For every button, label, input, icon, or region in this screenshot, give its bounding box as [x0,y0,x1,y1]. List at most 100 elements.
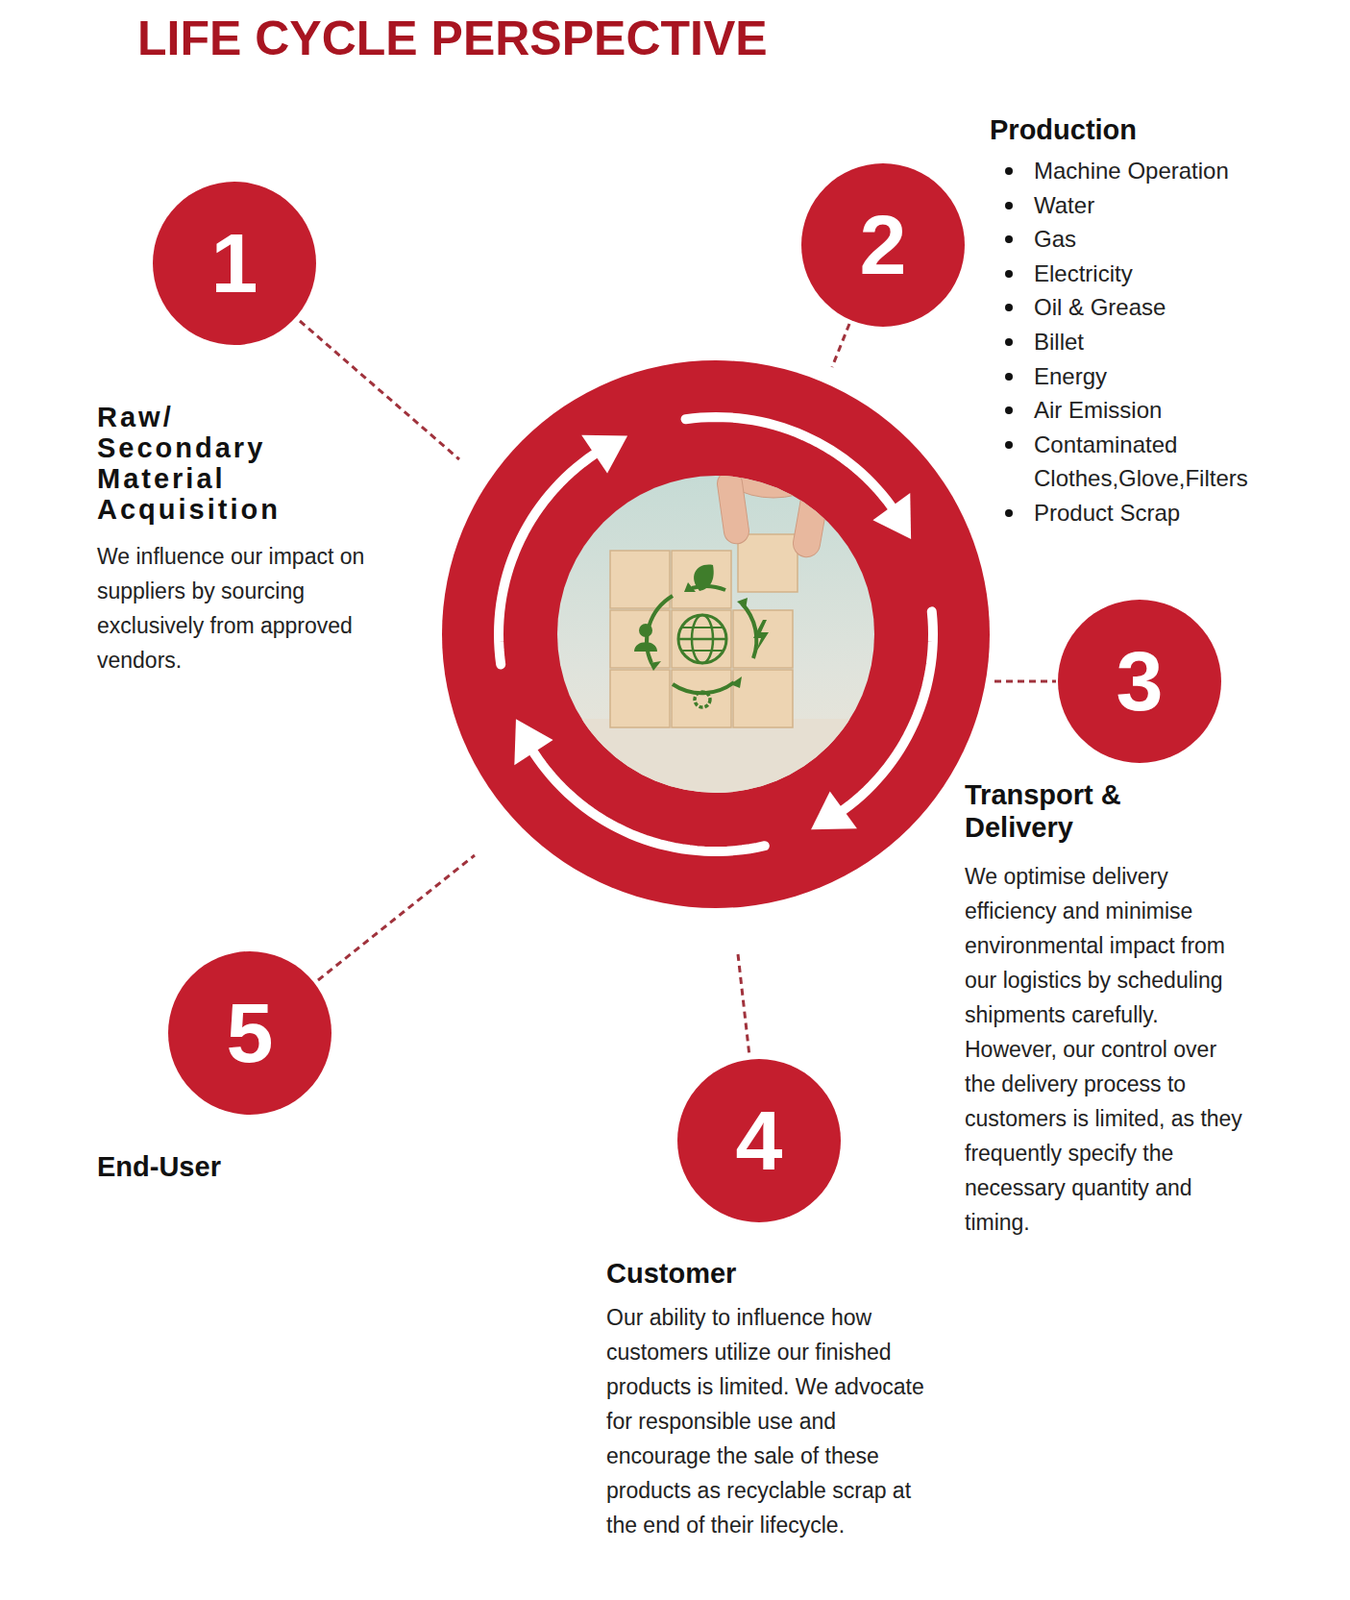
production-item: Water [1033,188,1278,223]
bullet-dot [1005,235,1013,244]
step-heading: Production [989,113,1278,147]
step-heading: Transport & Delivery [964,778,1157,844]
production-item: Air Emission [1033,392,1278,428]
globe-icon [682,626,723,629]
text-block: Raw/ Secondary Material Acquisition [97,401,386,525]
page-title: LIFE CYCLE PERSPECTIVE [137,11,768,66]
block [610,610,670,668]
block [671,669,732,728]
leader-line [737,954,750,1056]
text-block: Customer [606,1256,938,1290]
cycle-arrowhead [872,492,911,540]
icon-arrow [741,603,757,659]
step-text: CustomerOur ability to influence how cus… [606,1256,938,1543]
block [733,669,793,728]
text-block: Contaminated Clothes,Glove,Filters [989,427,1278,496]
cycle-arrow [843,611,933,810]
step-circle: 3Transport & DeliveryWe optimise deliver… [1057,599,1222,763]
leader-line [299,320,460,460]
text-block: Transport & Delivery [964,778,1253,844]
production-item: Oil & Grease [1033,290,1278,325]
step-number: 5 [168,951,332,1115]
cycle-arrowhead [514,718,553,765]
list-row: Product Scrap [989,495,1278,531]
production-item: Electricity [1033,256,1278,292]
production-item: Gas [1033,221,1278,257]
person-icon [634,641,658,652]
bolt-icon [753,619,769,654]
list-row: Water [989,188,1278,223]
text-block: End-User [97,1150,386,1183]
text-block: Electricity [989,256,1278,292]
text-block: Energy [989,359,1278,394]
list-row: Energy [989,359,1278,394]
eco-icons [634,564,769,688]
list-row: Machine Operation [989,153,1278,189]
step-text: Raw/ Secondary Material Acquisition We in… [97,401,386,678]
list-row: Air Emission [989,392,1278,428]
text-block: We optimise delivery efficiency and mini… [964,859,1253,1240]
step-circle: 5End-User [168,951,332,1115]
gear-icon [694,691,711,708]
bullet-dot [1005,201,1013,210]
bullet-dot [1005,509,1013,517]
text-block: Production [989,113,1278,147]
step-text: End-User [97,1150,386,1183]
block [737,534,798,592]
globe-icon [682,649,723,652]
leader-line [832,323,850,368]
cycle-arrows [498,417,933,852]
cycle-arrow [686,417,892,507]
step-heading: Raw/ Secondary Material Acquisition [97,401,328,525]
step-description: Our ability to influence how customers u… [606,1300,938,1543]
leaf-icon [693,564,714,591]
list-row: Electricity [989,256,1278,292]
step-description: We influence our impact on suppliers by … [97,539,386,678]
cycle-arrowhead [581,435,628,474]
globe-icon [678,638,727,641]
text-block: Our ability to influence how customers u… [606,1300,938,1543]
icon-arrowhead [649,661,662,671]
leader-lines [299,320,1056,1056]
production-item: Machine Operation [1033,153,1278,189]
step-number: 4 [677,1058,841,1223]
bullet-dot [1005,441,1013,449]
block [610,550,670,609]
bullet-dot [1005,270,1013,278]
bullet-dot [1005,372,1013,381]
step-circle: 4CustomerOur ability to influence how cu… [677,1058,841,1223]
production-item: Billet [1033,324,1278,360]
list-row: Gas [989,221,1278,257]
text-block: Oil & Grease [989,290,1278,325]
icon-arrowhead [736,597,748,610]
list-row: Contaminated Clothes,Glove,Filters [989,427,1278,496]
production-item: Contaminated Clothes,Glove,Filters [1033,427,1278,496]
bullet-dot [1005,303,1013,312]
production-item: Energy [1033,359,1278,394]
list-row: Oil & Grease [989,290,1278,325]
finger [715,469,751,546]
cycle-arrowhead [810,790,858,830]
text-block: Machine Operation [989,153,1278,189]
globe-icon [678,614,727,663]
bullet-dot [1005,406,1013,415]
table-surface [538,718,904,806]
step-text: Transport & Delivery We optimise delivery… [964,778,1253,1240]
cycle-arrow [498,454,595,665]
production-item: Product Scrap [1033,495,1278,531]
step-number: 1 [152,181,317,345]
step-heading: Customer [606,1256,938,1290]
text-block: Gas [989,221,1278,257]
step-text: ProductionMachine OperationWaterGasElect… [989,113,1278,531]
cycle-arrow [533,752,764,852]
step-description: We optimise delivery efficiency and mini… [964,859,1253,1240]
leader-line [994,680,1056,684]
step-number: 2 [801,163,965,327]
text-block: Air Emission [989,392,1278,428]
blocks-illustration [538,424,904,806]
person-icon [638,623,653,638]
step-circle: 1Raw/ Secondary Material AcquisitionWe i… [152,181,317,345]
bullet-dot [1005,167,1013,175]
text-block: Billet [989,324,1278,360]
